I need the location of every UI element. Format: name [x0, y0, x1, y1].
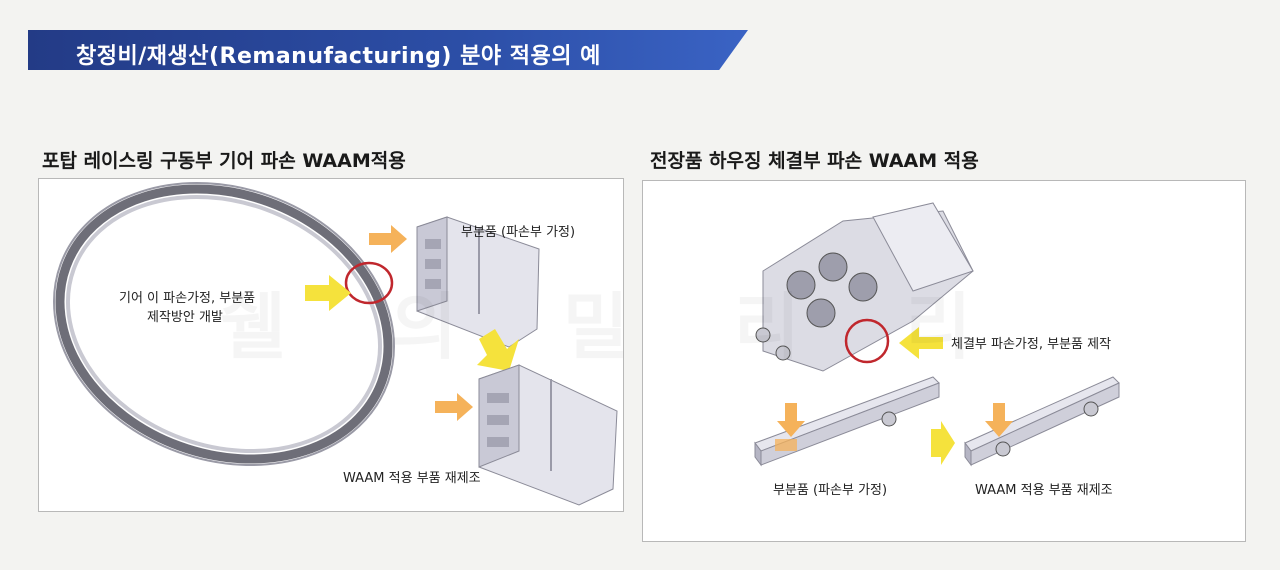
orange-arrow-icon — [435, 393, 473, 421]
remanufactured-bar-image — [964, 376, 1120, 467]
gear-segment-image — [416, 216, 540, 348]
right-section-title: 전장품 하우징 체결부 파손 WAAM 적용 — [650, 150, 979, 172]
yellow-arrow-icon — [305, 275, 351, 311]
yellow-down-arrow-icon — [477, 329, 519, 371]
orange-arrow-icon — [369, 225, 407, 253]
left-panel: 기어 이 파손가정, 부분품 제작방안 개발 부분품 (파손부 가정) WAAM… — [38, 178, 624, 512]
ring-callout-line2: 제작방안 개발 — [147, 310, 223, 325]
right-illustration — [754, 202, 1120, 467]
yellow-arrow-icon — [931, 421, 955, 465]
yellow-arrow-icon — [899, 327, 943, 359]
remanufactured-gear-image — [478, 364, 618, 506]
banner-title: 창정비/재생산(Remanufacturing) 분야 적용의 예 — [76, 44, 601, 69]
orange-down-arrow-icon — [777, 403, 805, 437]
ring-callout-line1: 기어 이 파손가정, 부분품 — [119, 291, 256, 306]
result-label: WAAM 적용 부품 재제조 — [975, 483, 1113, 498]
housing-callout: 체결부 파손가정, 부분품 제작 — [951, 337, 1112, 352]
result-label: WAAM 적용 부품 재제조 — [343, 471, 481, 486]
right-panel: 체결부 파손가정, 부분품 제작 부분품 (파손부 가정) WAAM 적용 부품… — [642, 180, 1246, 542]
title-banner: 창정비/재생산(Remanufacturing) 분야 적용의 예 — [28, 30, 748, 70]
partial-bar-image — [754, 376, 940, 467]
part-label: 부분품 (파손부 가정) — [461, 225, 576, 240]
orange-down-arrow-icon — [985, 403, 1013, 437]
part-label: 부분품 (파손부 가정) — [773, 483, 888, 498]
left-section-title: 포탑 레이스링 구동부 기어 파손 WAAM적용 — [42, 150, 406, 172]
race-ring-image — [53, 182, 395, 466]
housing-image — [755, 202, 974, 372]
damage-highlight-circle — [344, 261, 394, 305]
damage-highlight-circle — [844, 318, 890, 364]
left-illustration — [53, 182, 618, 506]
